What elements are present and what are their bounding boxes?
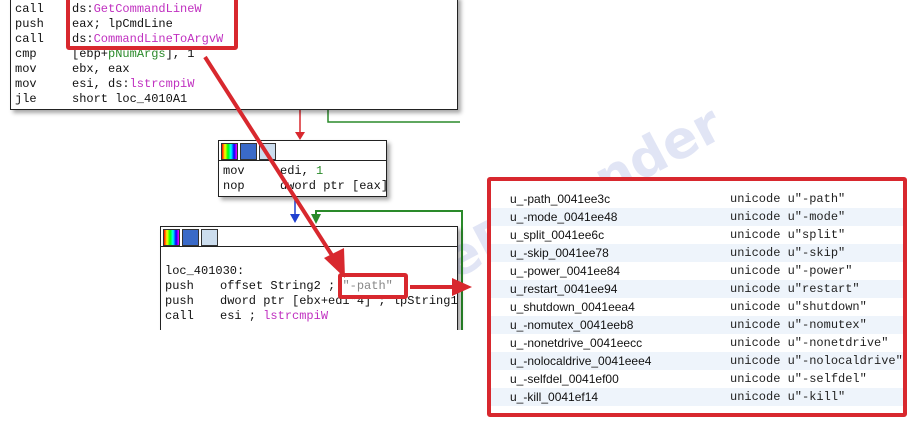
strings-table: u_-path_0041ee3c unicode u"-path" u_-mode_… xyxy=(487,177,907,417)
operand: edi, 1 xyxy=(280,164,324,178)
string-value: unicode u"shutdown" xyxy=(730,300,867,314)
string-value: unicode u"split" xyxy=(730,228,846,242)
operand: ds:CommandLineToArgvW xyxy=(72,32,224,46)
mnemonic: push xyxy=(165,294,194,308)
string-row[interactable]: u_-mode_0041ee48 unicode u"-mode" xyxy=(491,208,903,226)
string-value: unicode u"-nolocaldrive" xyxy=(730,354,903,368)
string-label: u_-mode_0041ee48 xyxy=(510,210,618,224)
mnemonic: mov xyxy=(15,77,37,91)
operand: ds:GetCommandLineW xyxy=(72,2,202,16)
string-row[interactable]: u_restart_0041ee94 unicode u"restart" xyxy=(491,280,903,298)
code-line[interactable]: mov esi, ds:lstrcmpiW xyxy=(15,77,194,92)
operand: esi, ds:lstrcmpiW xyxy=(72,77,195,91)
mnemonic: nop xyxy=(223,179,245,193)
arrow-to-string xyxy=(203,55,337,262)
operand: offset String2 ; "-path" xyxy=(220,279,393,293)
string-label: u_-path_0041ee3c xyxy=(510,192,611,206)
string-label: u_-skip_0041ee78 xyxy=(510,246,609,260)
arrow-head xyxy=(452,278,472,296)
string-value: unicode u"-path" xyxy=(730,192,846,206)
mnemonic: mov xyxy=(15,62,37,76)
mnemonic: jle xyxy=(15,92,37,106)
string-label: u_shutdown_0041eea4 xyxy=(510,300,635,314)
arrow-head xyxy=(290,214,300,223)
string-value: unicode u"-nomutex" xyxy=(730,318,867,332)
string-label: u_split_0041ee6c xyxy=(510,228,605,242)
arrow-head xyxy=(311,214,321,224)
mnemonic: call xyxy=(165,309,194,323)
string-value: unicode u"-kill" xyxy=(730,390,846,404)
loc-label: loc_401030: xyxy=(165,264,245,278)
mnemonic: call xyxy=(15,32,44,46)
operand: short loc_4010A1 xyxy=(72,92,188,106)
string-value: unicode u"-power" xyxy=(730,264,853,278)
code-line[interactable]: mov ebx, eax xyxy=(15,62,130,77)
string-value: unicode u"restart" xyxy=(730,282,860,296)
edit-icon[interactable] xyxy=(240,143,257,160)
loop-code-block[interactable]: loc_401030: push offset String2 ; "-path"… xyxy=(160,226,458,338)
string-value: unicode u"-mode" xyxy=(730,210,846,224)
string-label: u_-kill_0041ef14 xyxy=(510,390,599,404)
code-line[interactable]: call esi ; lstrcmpiW xyxy=(165,309,328,324)
string-row[interactable]: u_-selfdel_0041ef00 unicode u"-selfdel" xyxy=(491,370,903,388)
highlight-api-calls xyxy=(66,0,238,50)
arrow-head xyxy=(295,132,305,140)
code-line[interactable]: push eax; lpCmdLine xyxy=(15,17,173,32)
color-icon[interactable] xyxy=(221,143,238,160)
string-label: u_-nonetdrive_0041eecc xyxy=(510,336,643,350)
block-header xyxy=(161,227,457,247)
string-label: u_-nomutex_0041eeb8 xyxy=(510,318,634,332)
mnemonic: call xyxy=(15,2,44,16)
string-label: u_restart_0041ee94 xyxy=(510,282,618,296)
string-row[interactable]: u_-power_0041ee84 unicode u"-power" xyxy=(491,262,903,280)
edit-icon[interactable] xyxy=(182,229,199,246)
mnemonic: cmp xyxy=(15,47,37,61)
string-row[interactable]: u_-path_0041ee3c unicode u"-path" xyxy=(491,190,903,208)
code-line[interactable]: call ds:GetCommandLineW xyxy=(15,2,202,17)
string-row[interactable]: u_-skip_0041ee78 unicode u"-skip" xyxy=(491,244,903,262)
string-row[interactable]: u_split_0041ee6c unicode u"split" xyxy=(491,226,903,244)
string-row[interactable]: u_-nomutex_0041eeb8 unicode u"-nomutex" xyxy=(491,316,903,334)
mnemonic: mov xyxy=(223,164,245,178)
string-value: unicode u"-nonetdrive" xyxy=(730,336,889,350)
code-line[interactable]: jle short loc_4010A1 xyxy=(15,92,187,107)
mnemonic: push xyxy=(165,279,194,293)
highlight-path-string xyxy=(338,273,408,299)
color-icon[interactable] xyxy=(163,229,180,246)
string-row[interactable]: u_-kill_0041ef14 unicode u"-kill" xyxy=(491,388,903,406)
code-line[interactable]: push offset String2 ; "-path" xyxy=(165,279,393,294)
code-line[interactable]: mov edi, 1 xyxy=(223,164,323,179)
mnemonic: push xyxy=(15,17,44,31)
string-row[interactable]: u_-nonetdrive_0041eecc unicode u"-nonetdr… xyxy=(491,334,903,352)
graph-icon[interactable] xyxy=(201,229,218,246)
operand: esi ; lstrcmpiW xyxy=(220,309,329,323)
string-label: u_-power_0041ee84 xyxy=(510,264,621,278)
string-label: u_-selfdel_0041ef00 xyxy=(510,372,619,386)
code-line[interactable]: cmp [ebp+pNumArgs], 1 xyxy=(15,47,194,62)
top-code-block[interactable]: call ds:GetCommandLineW push eax; lpCmdLine… xyxy=(10,0,458,110)
string-value: unicode u"-selfdel" xyxy=(730,372,867,386)
operand: [ebp+pNumArgs], 1 xyxy=(72,47,195,61)
edge-true xyxy=(327,110,460,123)
string-row[interactable]: u_-nolocaldrive_0041eee4 unicode u"-noloc… xyxy=(491,352,903,370)
code-line[interactable]: call ds:CommandLineToArgvW xyxy=(15,32,223,47)
arrow-head xyxy=(324,248,345,278)
string-label: u_-nolocaldrive_0041eee4 xyxy=(510,354,652,368)
operand: eax; lpCmdLine xyxy=(72,17,173,31)
operand: ebx, eax xyxy=(72,62,130,76)
string-value: unicode u"-skip" xyxy=(730,246,846,260)
string-row[interactable]: u_shutdown_0041eea4 unicode u"shutdown" xyxy=(491,298,903,316)
